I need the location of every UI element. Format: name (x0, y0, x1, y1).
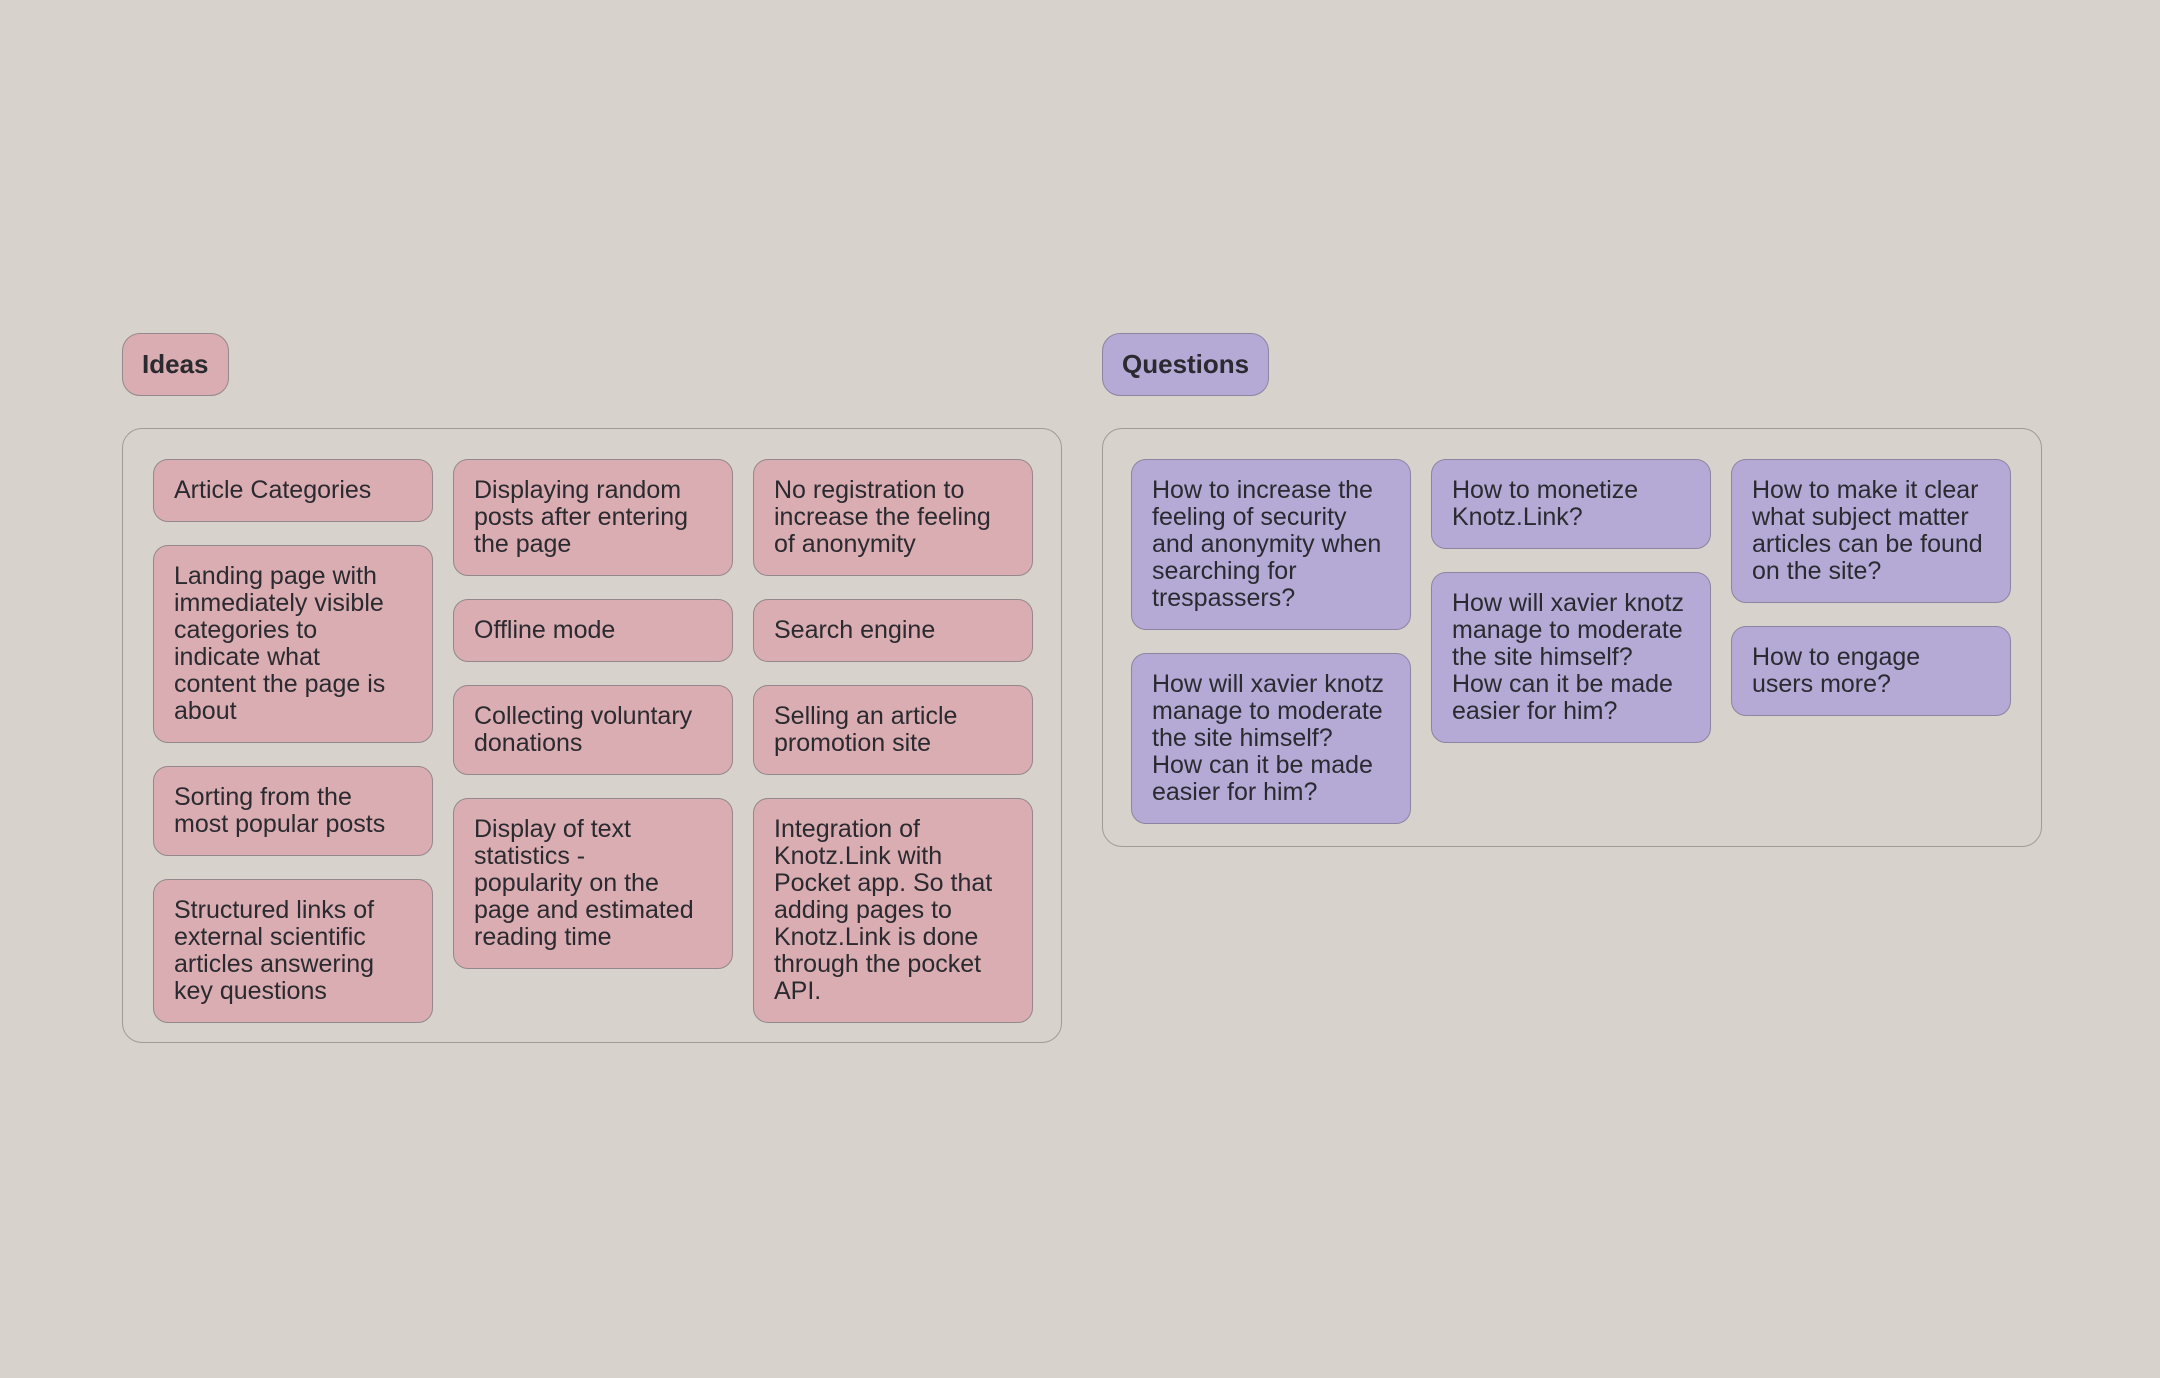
sticky-note[interactable]: How will xavier knotz manage to moderate… (1431, 572, 1711, 743)
sticky-note[interactable]: Search engine (753, 599, 1033, 662)
sticky-note[interactable]: Selling an article promotion site (753, 685, 1033, 775)
sticky-note[interactable]: Display of text statistics - popularity … (453, 798, 733, 969)
questions-column-2: How to monetize Knotz.Link? How will xavi… (1431, 459, 1711, 743)
sticky-note[interactable]: Article Categories (153, 459, 433, 522)
questions-column-3: How to make it clear what subject matter… (1731, 459, 2011, 716)
sticky-note[interactable]: How to increase the feeling of security … (1131, 459, 1411, 630)
ideas-section-label[interactable]: Ideas (122, 333, 229, 396)
sticky-note[interactable]: No registration to increase the feeling … (753, 459, 1033, 576)
sticky-note[interactable]: How to engage users more? (1731, 626, 2011, 716)
sticky-note[interactable]: Integration of Knotz.Link with Pocket ap… (753, 798, 1033, 1023)
ideas-column-3: No registration to increase the feeling … (753, 459, 1033, 1023)
questions-board[interactable]: How to increase the feeling of security … (1102, 428, 2042, 847)
sticky-note[interactable]: Offline mode (453, 599, 733, 662)
sticky-note[interactable]: How to monetize Knotz.Link? (1431, 459, 1711, 549)
sticky-note[interactable]: How to make it clear what subject matter… (1731, 459, 2011, 603)
sticky-note[interactable]: How will xavier knotz manage to moderate… (1131, 653, 1411, 824)
questions-section-label[interactable]: Questions (1102, 333, 1270, 396)
questions-column-1: How to increase the feeling of security … (1131, 459, 1411, 824)
sticky-note[interactable]: Structured links of external scientific … (153, 879, 433, 1023)
sticky-note[interactable]: Landing page with immediately visible ca… (153, 545, 433, 743)
sticky-note[interactable]: Displaying random posts after entering t… (453, 459, 733, 576)
sticky-note[interactable]: Collecting voluntary donations (453, 685, 733, 775)
ideas-column-2: Displaying random posts after entering t… (453, 459, 733, 969)
sticky-note[interactable]: Sorting from the most popular posts (153, 766, 433, 856)
